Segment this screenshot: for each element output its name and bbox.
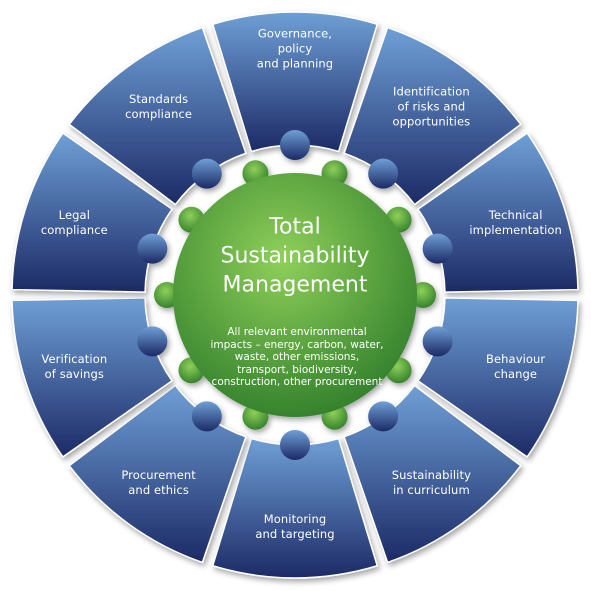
puzzle-knob [280,130,310,160]
wheel-segment [11,132,174,293]
segment-label: Governance, policy and planning [256,26,334,71]
segment-label: Behaviour change [486,351,546,381]
segment-label: Sustainability in curriculum [391,467,471,497]
puzzle-knob [368,158,399,189]
wheel-segment [343,384,522,564]
puzzle-knob [422,326,453,357]
wheel-segment [416,297,579,458]
wheel-segment [416,132,579,293]
wheel-segment [68,26,247,206]
wheel-segment [68,384,247,564]
segment-label: Standards compliance [125,92,193,122]
puzzle-knob [280,430,310,460]
wheel-segment [211,430,379,579]
center-description: All relevant environmental impacts – ene… [210,325,384,388]
puzzle-knob [137,233,168,264]
segment-label: Legal compliance [40,208,108,238]
segment-label: Procurement and ethics [121,467,196,497]
segment-label: Verification of savings [41,351,108,381]
segment-label: Identification of risks and opportunitie… [392,84,471,129]
center-title: Total Sustainability Management [220,214,370,298]
hub-circle [173,173,417,417]
puzzle-knob [191,401,222,432]
wheel-segment [11,297,174,458]
wheel-segment [211,11,379,160]
puzzle-knob [368,401,399,432]
center-hub [154,160,436,430]
puzzle-knob [137,326,168,357]
puzzle-knob [422,233,453,264]
segment-label: Technical implementation [469,208,562,238]
puzzle-knob [191,158,222,189]
segment-label: Monitoring and targeting [255,512,335,541]
wheel-segment [343,26,522,206]
